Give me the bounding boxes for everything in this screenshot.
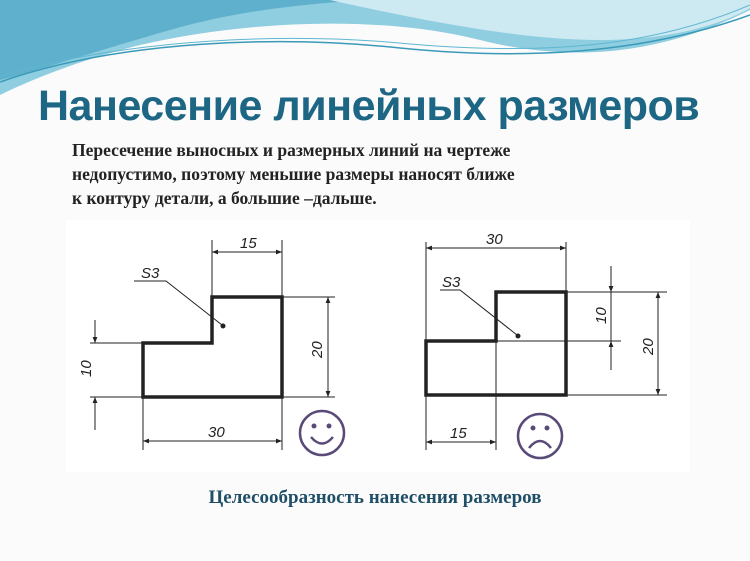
dim-label-top: 15 — [240, 235, 257, 252]
slide-title: Нанесение линейных размеров — [38, 82, 700, 130]
body-line: недопустимо, поэтому меньшие размеры нан… — [72, 164, 515, 184]
dim-label-right: 20 — [309, 341, 326, 359]
sad-face-icon — [516, 412, 564, 460]
drawing-incorrect: S3 30 15 10 20 — [424, 231, 667, 450]
dim-label-right-outer: 20 — [640, 338, 657, 356]
header-wave — [0, 0, 750, 95]
dim-label-top: 30 — [486, 231, 503, 248]
smiley-face-icon — [298, 409, 346, 457]
slide-body-text: Пересечение выносных и размерных линий н… — [72, 138, 672, 210]
body-line: к контуру детали, а большие –дальше. — [72, 188, 377, 208]
dim-label-left: 10 — [78, 360, 95, 377]
drawing-panel — [66, 220, 690, 472]
surface-label: S3 — [442, 274, 461, 291]
drawing-correct: S3 15 30 20 10 — [78, 235, 335, 450]
dim-label-right-inner: 10 — [593, 307, 610, 324]
slide-caption: Целесообразность нанесения размеров — [208, 487, 542, 508]
dim-label-bottom: 30 — [208, 424, 225, 441]
body-line: Пересечение выносных и размерных линий н… — [72, 140, 511, 160]
surface-label: S3 — [141, 265, 160, 282]
dim-label-bottom: 15 — [450, 425, 467, 442]
